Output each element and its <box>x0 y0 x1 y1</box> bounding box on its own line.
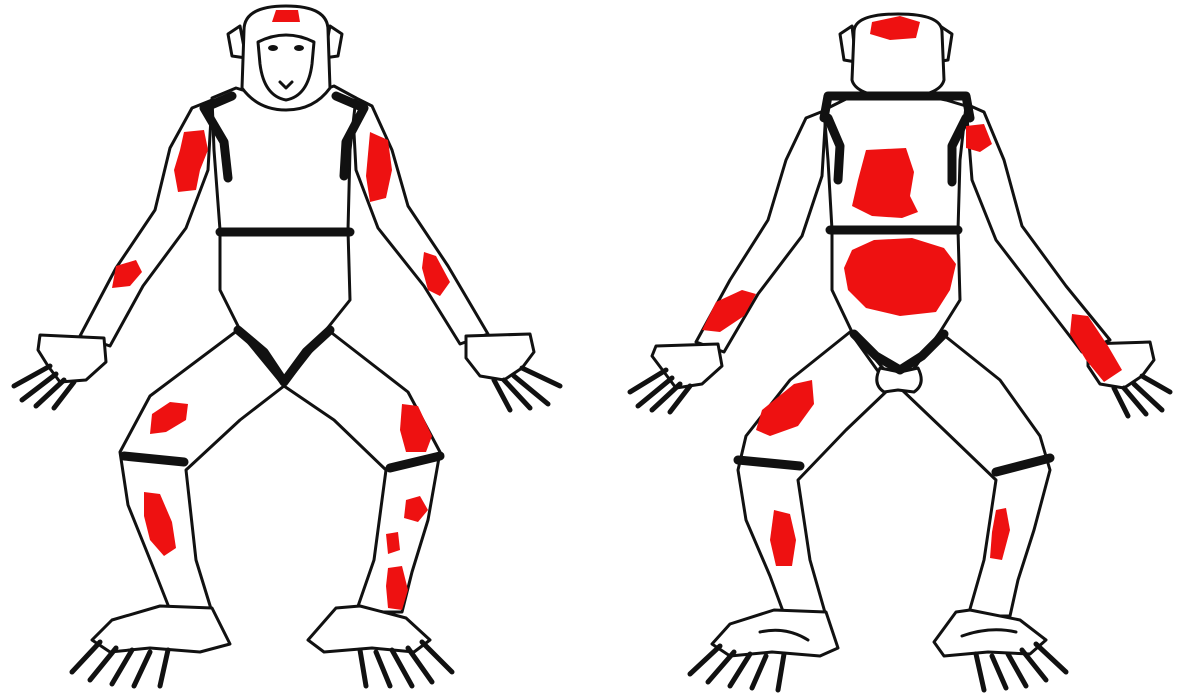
front-right-leg <box>284 330 440 612</box>
back-right-foot <box>934 610 1046 656</box>
front-right-foot <box>308 606 430 652</box>
back-left-hand <box>652 344 722 388</box>
back-left-leg <box>738 332 890 616</box>
front-left-foot <box>92 606 230 652</box>
front-left-eye <box>268 45 278 51</box>
front-left-hand <box>38 335 106 382</box>
front-right-eye <box>294 45 304 51</box>
front-right-hand <box>466 334 534 380</box>
front-view <box>14 6 560 686</box>
front-left-knee-band <box>124 456 184 462</box>
front-lesion-head <box>272 10 300 22</box>
back-left-foot <box>712 610 838 656</box>
back-left-knee-band <box>738 460 800 466</box>
front-lesion-right-thigh <box>400 404 432 452</box>
back-view <box>630 14 1170 690</box>
front-left-leg <box>120 330 284 612</box>
back-right-leg <box>900 332 1050 616</box>
